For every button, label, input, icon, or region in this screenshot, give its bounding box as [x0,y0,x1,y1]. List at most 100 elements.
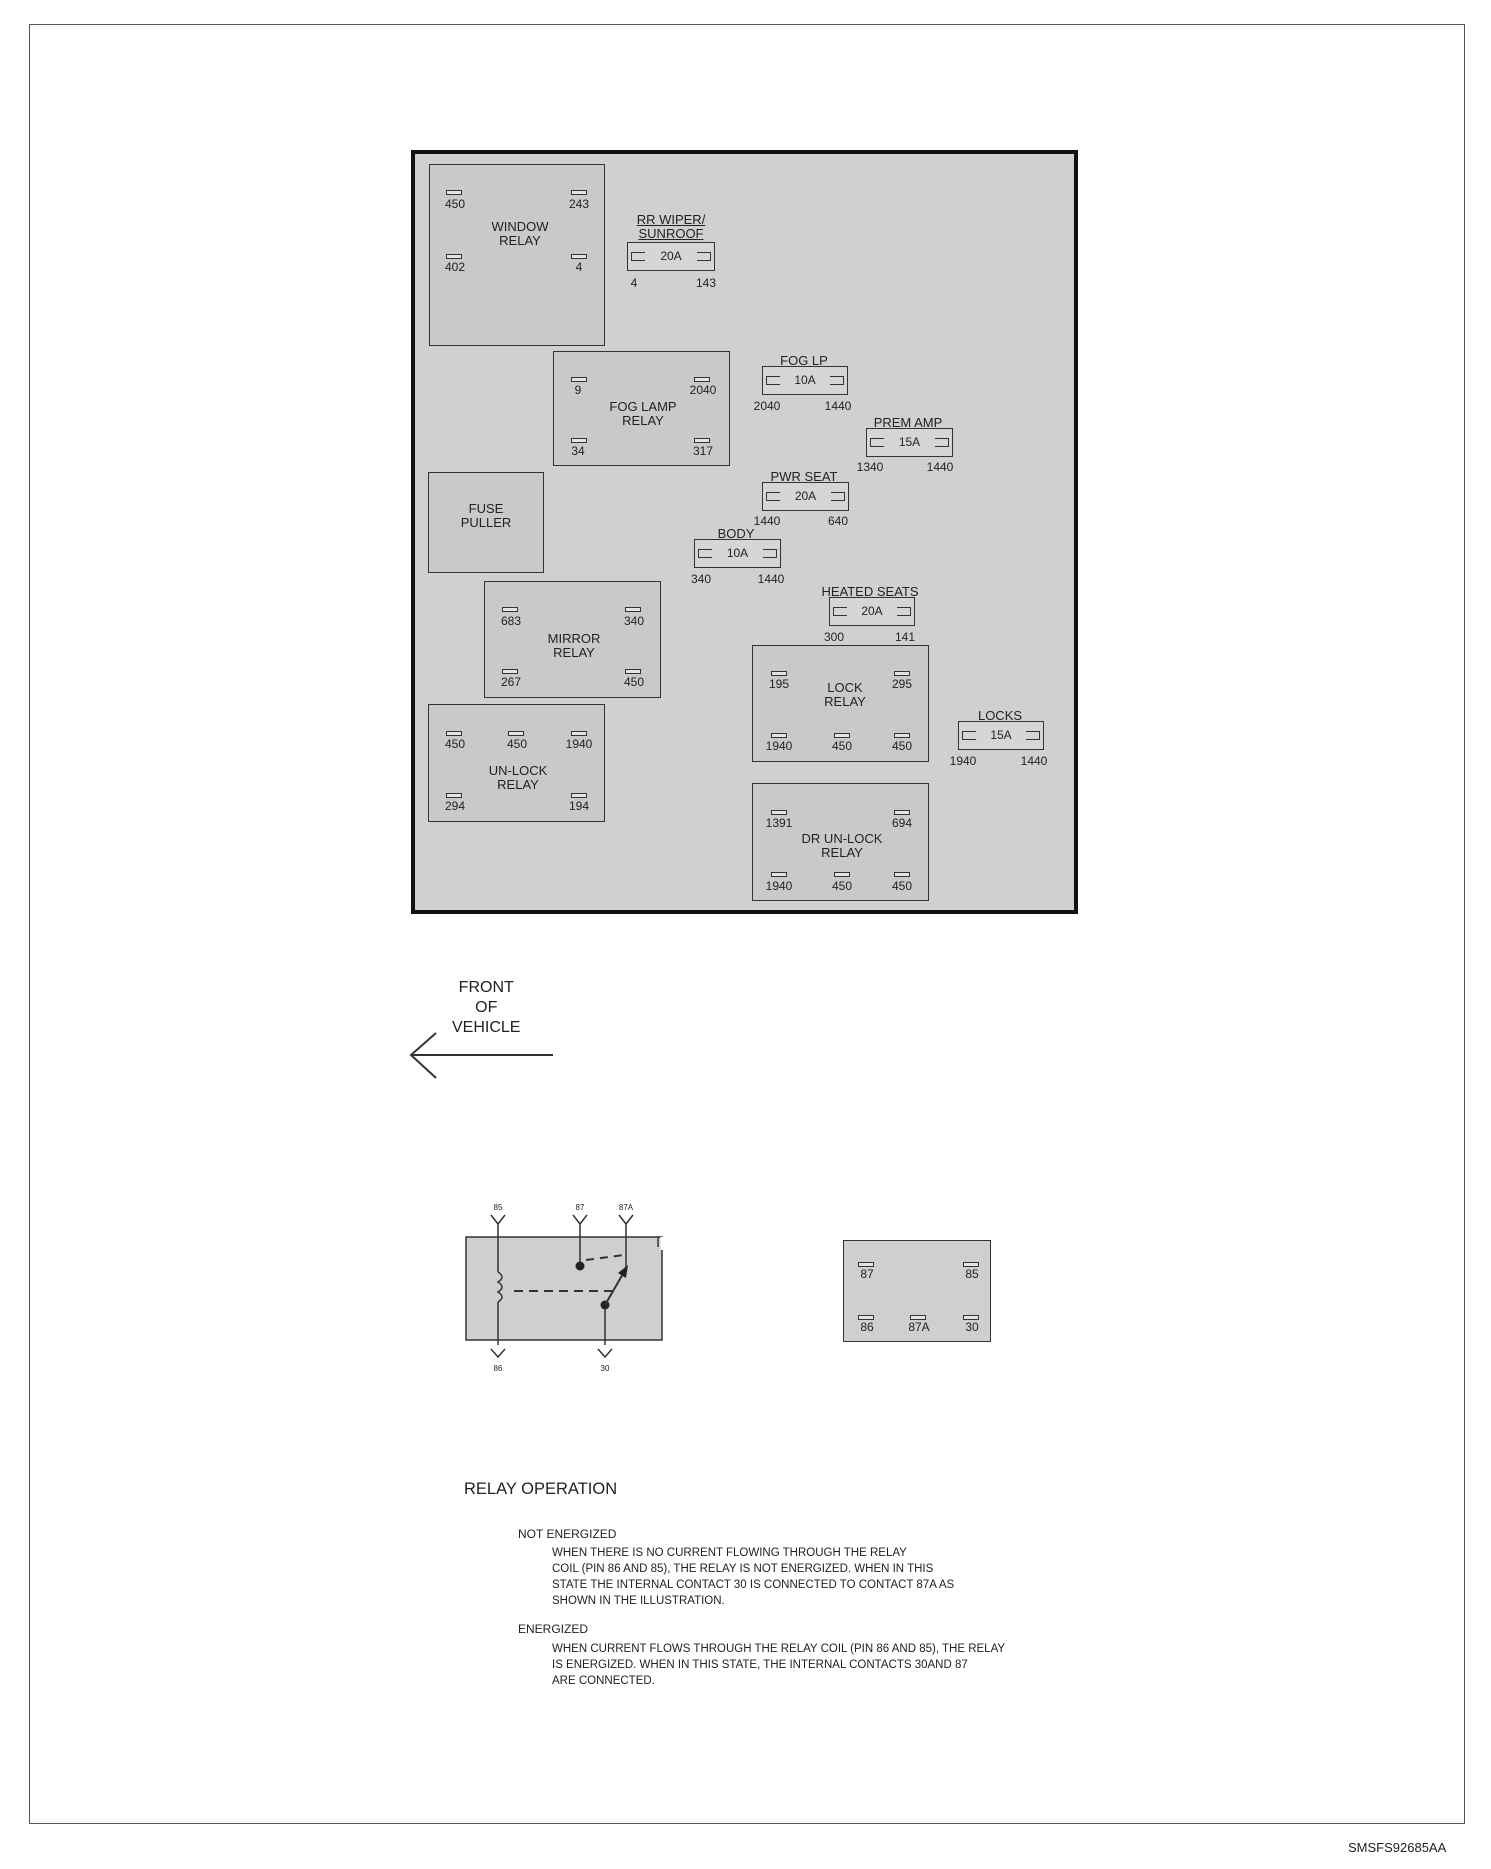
pin-number: 1440 [757,572,785,586]
relay-pin [446,793,462,798]
relay-pin [625,607,641,612]
pin-number: 300 [823,630,845,644]
relay-pin [858,1262,874,1267]
dr-unlock-relay [752,783,929,901]
relay-pin [446,190,462,195]
fuse-rating: 10A [794,373,816,387]
relay-pin [571,731,587,736]
not-energized-line: SHOWN IN THE ILLUSTRATION. [552,1595,725,1607]
pin-number: 1440 [1020,754,1048,768]
pin-number: 1440 [753,514,781,528]
pin-number: 1440 [824,399,852,413]
relay-pin [963,1262,979,1267]
pwr-seat-fuse: 20A [762,482,849,511]
pin-number: 450 [831,879,853,893]
relay-pin [571,377,587,382]
rr-wiper-sunroof-fuse: 20A [627,242,715,271]
pin-number: 683 [500,614,522,628]
locks-fuse: 15A [958,721,1044,750]
fuse-rating: 15A [898,435,921,449]
pin-number: 267 [500,675,522,689]
pin-number: 86 [860,1320,874,1334]
window-relay-label: WINDOW RELAY [491,219,549,248]
pin-number: 317 [692,444,714,458]
pin-number: 9 [574,383,582,397]
body-fuse: 10A [694,539,781,568]
relay-operation-title: RELAY OPERATION [464,1480,618,1498]
fuse-rating: 15A [990,728,1012,742]
relay-pin [502,607,518,612]
not-energized-line: STATE THE INTERNAL CONTACT 30 IS CONNECT… [552,1579,955,1591]
relay-pin [894,810,910,815]
pin-number: 340 [623,614,645,628]
pin-number: 1940 [765,879,793,893]
relay-pin [894,671,910,676]
relay-pin [694,377,710,382]
pin-number: 294 [444,799,466,813]
relay-pin [571,438,587,443]
unlock-relay-label: UN-LOCK RELAY [488,763,548,792]
pin-number: 2040 [753,399,781,413]
energized-line: IS ENERGIZED. WHEN IN THIS STATE, THE IN… [552,1659,968,1671]
lock-relay [752,645,929,762]
pin-number: 340 [690,572,712,586]
unlock-relay [428,704,605,822]
relay-pin [834,733,850,738]
relay-pin [771,872,787,877]
relay-pinout-diagram [843,1240,991,1342]
mirror-relay-label: MIRROR RELAY [547,631,601,660]
pin-number: 85 [965,1267,979,1281]
relay-pin [894,872,910,877]
not-energized-line: WHEN THERE IS NO CURRENT FLOWING THROUGH… [552,1547,907,1559]
pwr-seat-fuse-name: PWR SEAT [770,469,838,484]
pin-number: 450 [444,737,466,751]
fuse-rating: 10A [726,546,749,560]
relay-pin [571,254,587,259]
pin-number: 1940 [765,739,793,753]
fuse-rating: 20A [794,489,817,503]
relay-pin [771,671,787,676]
pin-number: 295 [891,677,913,691]
schematic-pin-30: 30 [600,1364,610,1373]
relay-pin [771,810,787,815]
pin-number: 450 [623,675,645,689]
mirror-relay [484,581,661,698]
relay-pin [858,1315,874,1320]
relay-pin [446,254,462,259]
fuse-rating: 20A [660,249,682,263]
fog-lp-fuse-name: FOG LP [780,353,828,368]
fuse-rating: 20A [861,604,883,618]
pin-number: 1340 [856,460,884,474]
page-frame [29,24,1465,1824]
relay-pin [502,669,518,674]
pin-number: 450 [506,737,528,751]
schematic-pin-87: 87 [575,1203,585,1212]
rr-wiper-sunroof-fuse-name: RR WIPER/ SUNROOF [636,212,706,241]
pin-number: 450 [891,739,913,753]
pin-number: 87 [860,1267,874,1281]
pin-number: 1940 [949,754,977,768]
pin-number: 194 [568,799,590,813]
relay-pin [571,793,587,798]
relay-pin [446,731,462,736]
fog-lamp-relay [553,351,730,466]
relay-pin [771,733,787,738]
relay-pin [508,731,524,736]
pin-number: 450 [831,739,853,753]
pin-number: 141 [894,630,916,644]
lock-relay-label: LOCK RELAY [824,680,866,709]
not-energized-title: NOT ENERGIZED [518,1527,617,1541]
pin-number: 30 [965,1320,979,1334]
fog-lp-fuse: 10A [762,366,848,395]
pin-number: 4 [575,260,583,274]
pin-number: 450 [444,197,466,211]
schematic-pin-85: 85 [493,1203,503,1212]
pin-number: 1440 [926,460,954,474]
pin-number: 694 [891,816,913,830]
schematic-pin-86: 86 [493,1364,503,1373]
fog-lamp-relay-label: FOG LAMP RELAY [609,399,677,428]
relay-pin [910,1315,926,1320]
pin-number: 1391 [765,816,793,830]
pin-number: 195 [768,677,790,691]
pin-number: 402 [444,260,466,274]
